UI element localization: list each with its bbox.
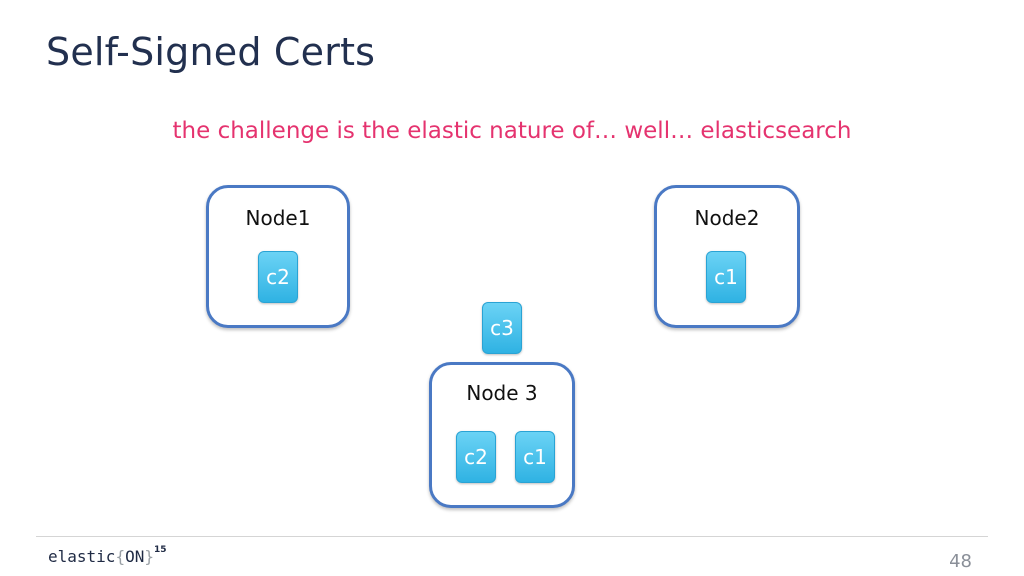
node1-chip-c2: c2 xyxy=(258,251,298,303)
logo-word: elastic xyxy=(48,547,116,566)
logo-close-brace: } xyxy=(144,547,154,566)
footer-divider xyxy=(36,536,988,537)
elasticon-logo: elastic{ON}15 xyxy=(48,544,167,566)
slide-subtitle: the challenge is the elastic nature of… … xyxy=(172,118,852,144)
node2-label: Node2 xyxy=(694,206,760,230)
node3-chip-c2: c2 xyxy=(456,431,496,483)
floating-chip-c3: c3 xyxy=(482,302,522,354)
page-number: 48 xyxy=(949,551,972,572)
node1-label: Node1 xyxy=(245,206,311,230)
node3-label: Node 3 xyxy=(466,381,538,405)
logo-on: ON xyxy=(125,547,145,566)
slide-title: Self-Signed Certs xyxy=(46,30,376,74)
node1-box: Node1 c2 xyxy=(206,185,350,328)
node2-box: Node2 c1 xyxy=(654,185,800,328)
node3-chip-c1: c1 xyxy=(515,431,555,483)
node3-box: Node 3 c2 c1 xyxy=(429,362,575,508)
logo-year: 15 xyxy=(153,544,167,555)
logo-open-brace: { xyxy=(115,547,126,566)
node2-chip-c1: c1 xyxy=(706,251,746,303)
